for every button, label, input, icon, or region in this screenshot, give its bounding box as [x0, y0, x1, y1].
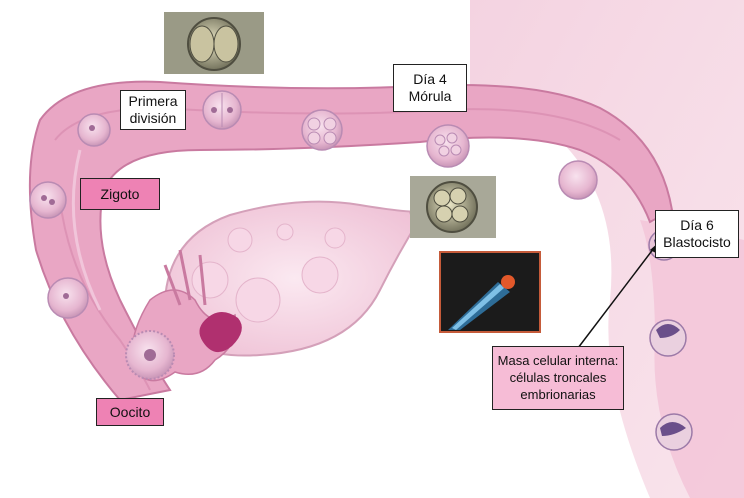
- label-dia6-blastocisto: Día 6 Blastocisto: [655, 210, 739, 258]
- morula-cell: [427, 125, 469, 167]
- two-cell-embryo-photo: [164, 12, 264, 74]
- label-masa-celular: Masa celular interna: células troncales …: [492, 346, 624, 410]
- zygote-cell-1: [78, 114, 110, 146]
- four-cell-embryo: [302, 110, 342, 150]
- late-morula-cell: [559, 161, 597, 199]
- morula-photo: [410, 176, 496, 238]
- micropipette-photo: [440, 252, 540, 332]
- two-cell-embryo: [203, 91, 241, 129]
- oocyte-cell: [126, 331, 174, 379]
- label-primera-division: Primera división: [120, 90, 186, 130]
- blastocyst-3: [656, 414, 692, 450]
- label-dia4-morula: Día 4 Mórula: [393, 64, 467, 112]
- label-oocito: Oocito: [96, 398, 164, 426]
- zygote-cell-3: [48, 278, 88, 318]
- label-zigoto: Zigoto: [80, 178, 160, 210]
- blastocyst-2: [650, 320, 686, 356]
- zygote-cell-2: [30, 182, 66, 218]
